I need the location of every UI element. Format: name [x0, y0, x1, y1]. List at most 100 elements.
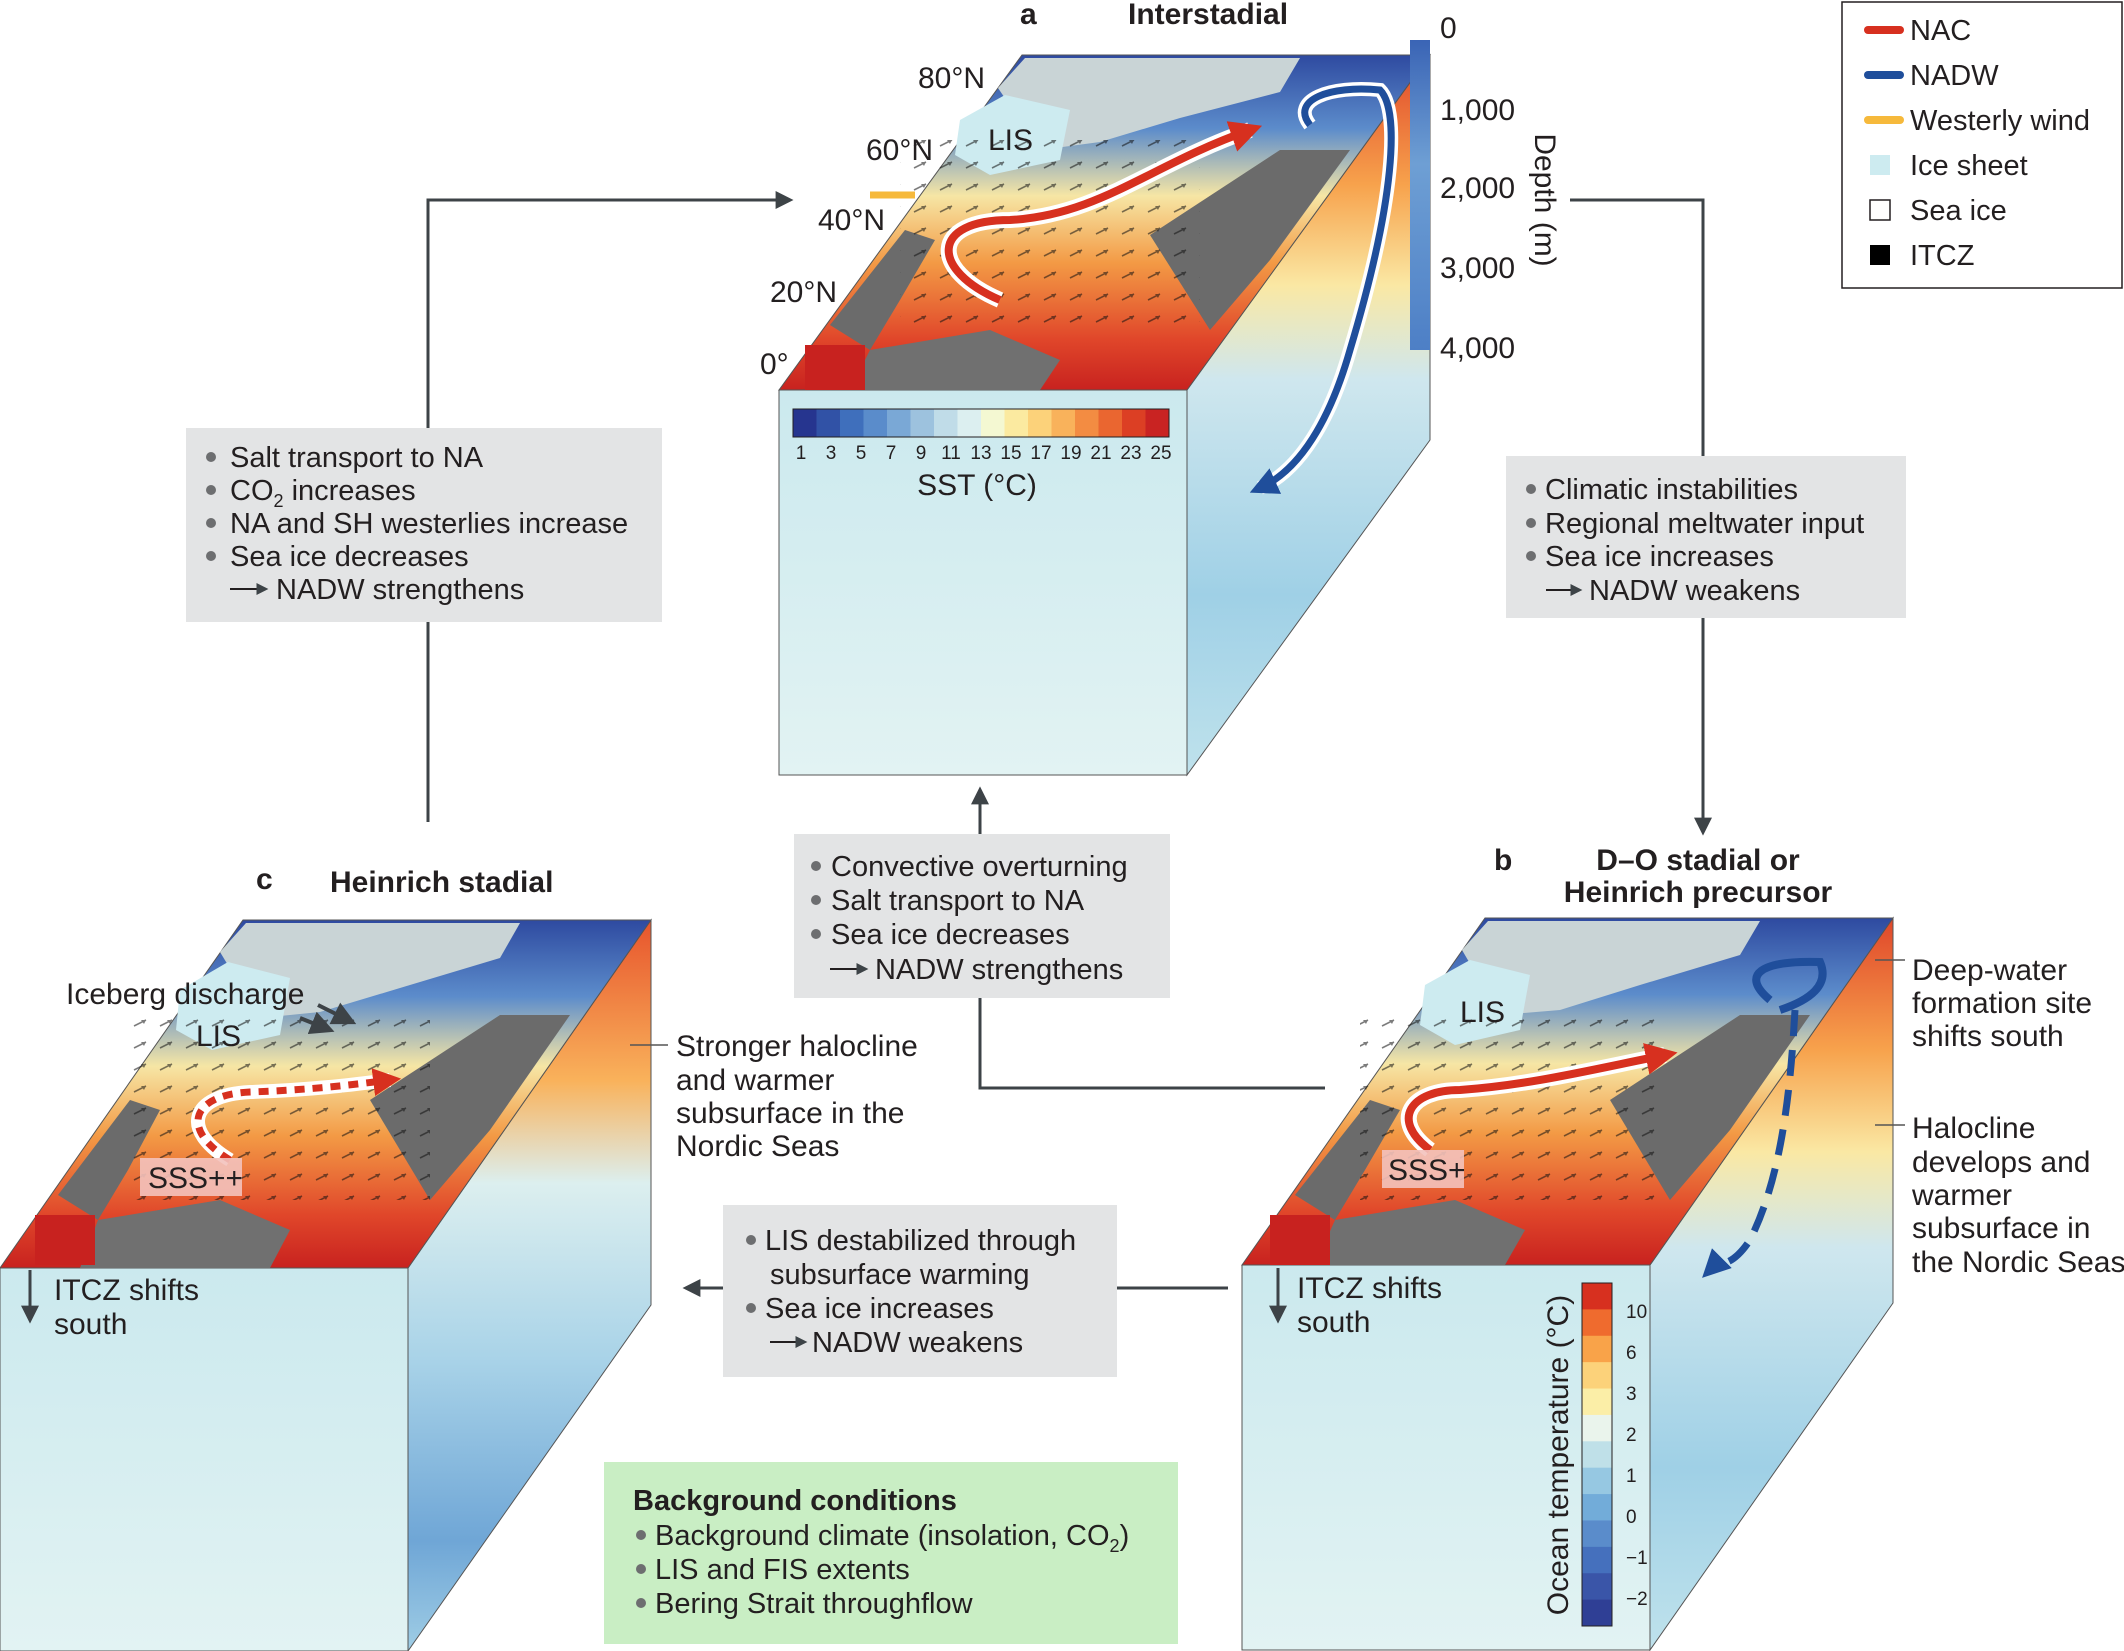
box-c-to-a-result: NADW strengthens: [276, 574, 524, 606]
box-c-to-a-item-1: Salt transport to NA: [230, 442, 484, 474]
legend-label: Ice sheet: [1910, 150, 2028, 182]
panel-a-depth-4000: 4,000: [1440, 332, 1515, 365]
box-c-to-a-item-2a: CO: [230, 475, 274, 507]
sst-color-cell: [1075, 409, 1099, 437]
svg-text:CO2 increases: CO2 increases: [230, 475, 416, 511]
box-b-to-c-item-1b: subsurface warming: [770, 1259, 1030, 1291]
ocean-color-cell: [1582, 1599, 1612, 1627]
sst-color-cell: [793, 409, 817, 437]
panel-a-lat-40: 40°N: [818, 204, 885, 237]
panel-a-depth-1000: 1,000: [1440, 94, 1515, 127]
box-background: Background conditions Background climate…: [604, 1462, 1178, 1644]
box-b-to-c-item-1: LIS destabilized through: [765, 1225, 1076, 1257]
panel-a-lat-20: 20°N: [770, 276, 837, 309]
box-background-item-1a: Background climate (insolation, CO: [655, 1520, 1110, 1552]
panel-a-lat-0: 0°: [760, 348, 789, 381]
panel-b-note2-3: warmer: [1911, 1179, 2012, 1212]
box-b-to-a-item-1: Convective overturning: [831, 851, 1128, 883]
panel-c-iceberg-arrow-1: [299, 1011, 335, 1035]
ocean-tick: 10: [1626, 1302, 1647, 1323]
panel-a-land-south: [850, 330, 1060, 390]
sst-color-cell: [957, 409, 982, 437]
panel-c-iceberg-arrow-2: [317, 1002, 357, 1025]
sst-tick: 11: [941, 443, 961, 464]
panel-b-lis: LIS: [1460, 996, 1505, 1029]
panel-b-note2-4: subsurface in: [1912, 1212, 2090, 1245]
panel-a-depth-2000: 2,000: [1440, 172, 1515, 205]
sst-tick: 21: [1090, 443, 1111, 464]
sst-tick: 1: [796, 443, 807, 464]
box-a-to-b: Climatic instabilities Regional meltwate…: [1506, 456, 1906, 618]
panel-b-labels: b D–O stadial or Heinrich precursor LIS …: [1297, 844, 2124, 1339]
ocean-tick: 6: [1626, 1343, 1637, 1364]
sst-color-cell: [934, 409, 958, 437]
ocean-color-cell: [1582, 1414, 1612, 1442]
legend-label: ITCZ: [1910, 240, 1974, 272]
sst-tick: 5: [856, 443, 867, 464]
sst-color-cell: [840, 409, 864, 437]
ocean-color-cell: [1582, 1362, 1612, 1390]
panel-c-lis: LIS: [196, 1020, 241, 1053]
panel-c-title: Heinrich stadial: [330, 866, 553, 899]
legend-label: NAC: [1910, 15, 1971, 47]
panel-b-title-2: Heinrich precursor: [1564, 876, 1833, 909]
sst-tick: 7: [886, 443, 897, 464]
panel-c-note-1: Stronger halocline: [676, 1030, 918, 1063]
panel-c-note-2: and warmer: [676, 1064, 834, 1097]
sst-color-cell: [1028, 409, 1052, 437]
sst-tick: 3: [826, 443, 837, 464]
legend-label: Sea ice: [1910, 195, 2007, 227]
panel-a-title: Interstadial: [1128, 0, 1288, 31]
box-a-to-b-result: NADW weakens: [1589, 575, 1800, 607]
panel-a-lat-60: 60°N: [866, 134, 933, 167]
box-b-to-a-result: NADW strengthens: [875, 954, 1123, 986]
legend-swatch: [1870, 155, 1890, 175]
panel-b-land-north: [1462, 921, 1760, 1015]
box-b-to-a-item-2: Salt transport to NA: [831, 885, 1085, 917]
sst-color-cell: [1122, 409, 1146, 437]
panel-a-box: [778, 40, 1431, 777]
sst-tick: 15: [1000, 443, 1021, 464]
ocean-color-cell: [1582, 1441, 1612, 1469]
ocean-color-cell: [1582, 1309, 1612, 1337]
sst-color-cell: [981, 409, 1005, 437]
box-b-to-a-item-3: Sea ice decreases: [831, 919, 1070, 951]
panel-b-itcz-1: ITCZ shifts: [1297, 1272, 1442, 1305]
legend-label: NADW: [1910, 60, 1999, 92]
sst-color-cell: [1051, 409, 1076, 437]
panel-a-depth-0: 0: [1440, 12, 1457, 45]
panel-c-itcz-2: south: [54, 1308, 127, 1341]
panel-c-note-3: subsurface in the: [676, 1097, 904, 1130]
sst-color-cell: [816, 409, 841, 437]
sst-color-cell: [887, 409, 911, 437]
sst-color-cell: [1098, 409, 1123, 437]
arrow-a-to-b: [1570, 198, 1712, 836]
ocean-color-cell: [1582, 1546, 1612, 1574]
box-c-to-a-item-2b: 2: [274, 491, 284, 511]
box-b-to-c: LIS destabilized through subsurface warm…: [723, 1205, 1117, 1377]
panel-b-note2-2: develops and: [1912, 1146, 2090, 1179]
box-c-to-a-item-2c: increases: [284, 475, 416, 507]
ocean-color-cell: [1582, 1283, 1612, 1310]
panel-a-depth-label: Depth (m): [1528, 133, 1561, 266]
panel-b-land-south: [1315, 1200, 1525, 1265]
panel-b-nadw-arrow: [1752, 957, 1827, 1014]
box-a-to-b-item-3: Sea ice increases: [1545, 541, 1774, 573]
box-b-to-a: Convective overturning Salt transport to…: [794, 834, 1170, 998]
panel-b-sss-bg: [1382, 1150, 1464, 1188]
box-c-to-a: Salt transport to NA CO2 increases NA an…: [186, 428, 662, 622]
box-c-to-a-item-3: NA and SH westerlies increase: [230, 508, 628, 540]
box-background-title: Background conditions: [633, 1485, 957, 1517]
legend-frame: [1841, 1, 2123, 289]
panel-a-lis: LIS: [988, 124, 1033, 157]
panel-c-note-4: Nordic Seas: [676, 1130, 839, 1163]
svg-text:Background climate (insolation: Background climate (insolation, CO2): [655, 1520, 1129, 1556]
sst-tick: 17: [1030, 443, 1051, 464]
sst-color-cell: [863, 409, 888, 437]
ocean-tick: −1: [1626, 1548, 1648, 1569]
sst-tick: 19: [1060, 443, 1081, 464]
panel-b-note2-1: Halocline: [1912, 1112, 2035, 1145]
